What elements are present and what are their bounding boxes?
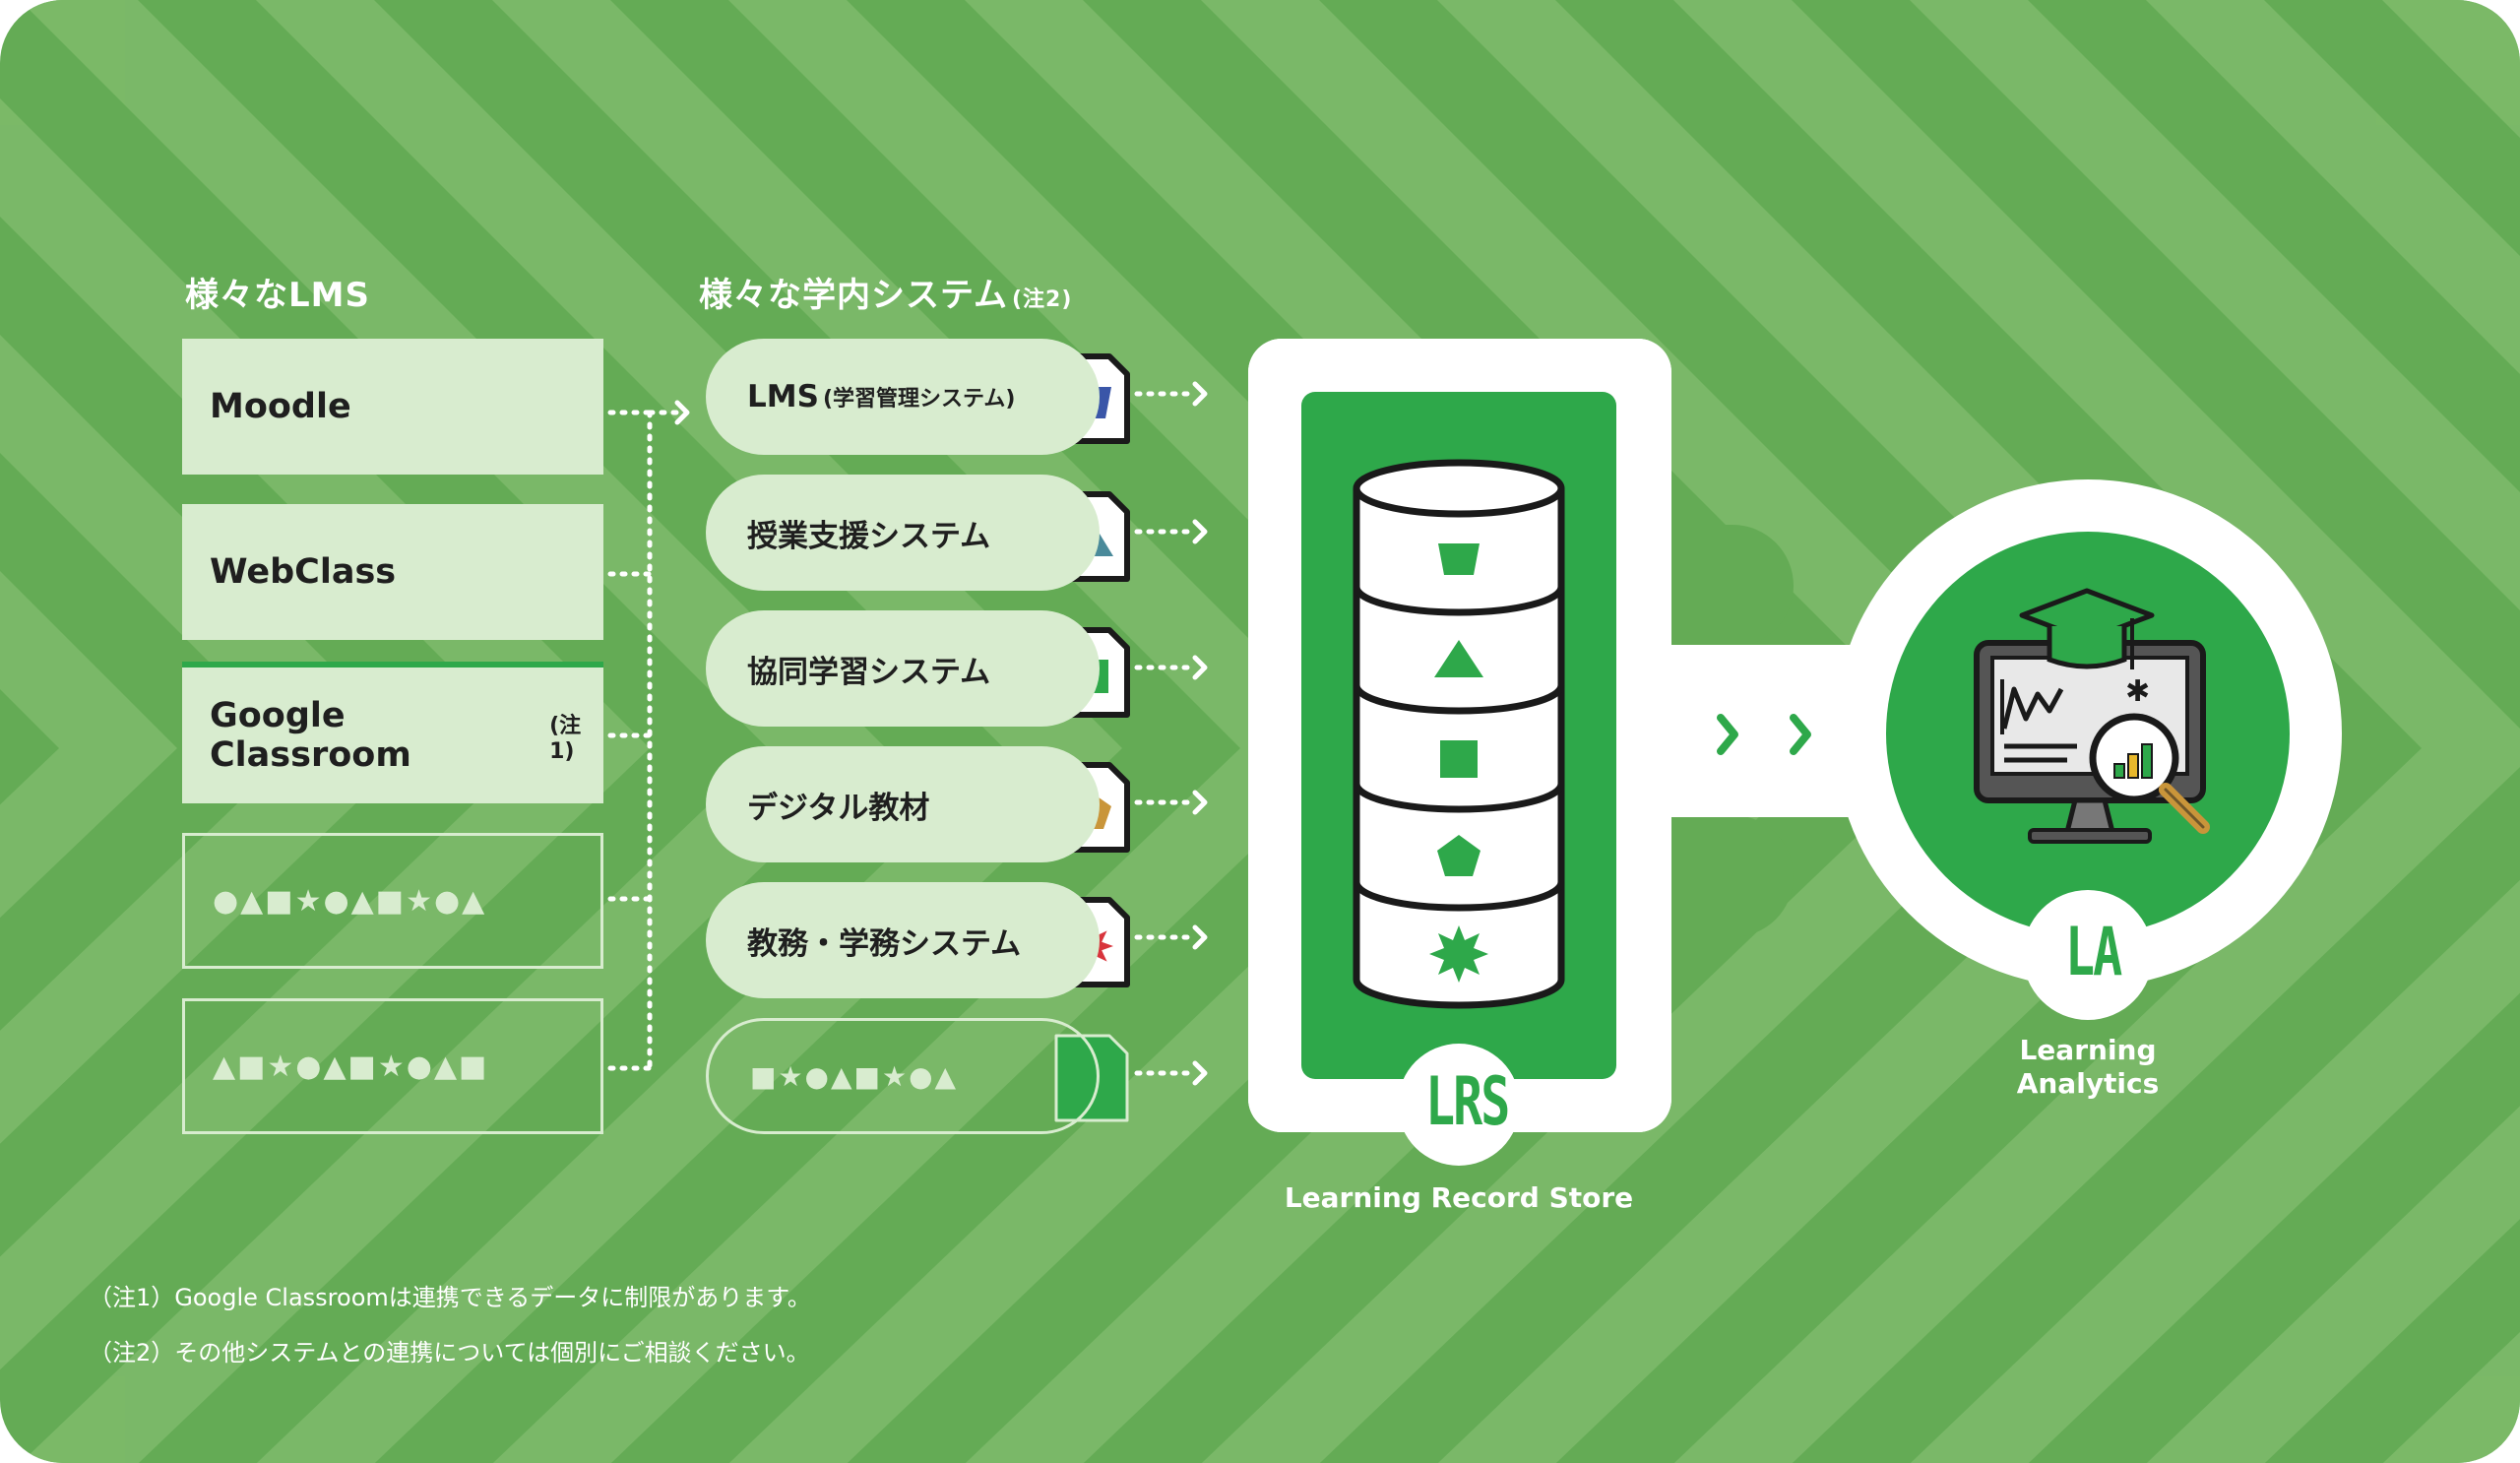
la-caption-line2: Analytics: [2016, 1067, 2160, 1100]
systems-heading-label: 様々な学内システム: [699, 276, 1008, 315]
arrow-right-icon: [1192, 519, 1208, 544]
system-item-label: 授業支援システム: [747, 518, 991, 554]
system-item-label: 教務・学務システム: [747, 925, 1022, 962]
system-item-label: LMS: [747, 379, 819, 414]
highlight-bar: [182, 662, 603, 668]
background-stripe: [0, 571, 177, 919]
systems-heading-note: (注2): [1011, 287, 1073, 312]
lms-item-label: ▲■★●▲■★●▲■: [213, 1049, 489, 1084]
la-badge: LA: [2065, 913, 2122, 991]
system-item-note: (学習管理システム): [822, 387, 1016, 412]
pentagon-icon: [1437, 835, 1480, 876]
starburst-icon: [1429, 925, 1488, 983]
arrow-right-icon: [1192, 1060, 1208, 1086]
footnote-2: （注2）その他システムとの連携については個別にご相談ください。: [89, 1339, 810, 1367]
trapezoid-icon: [1438, 543, 1480, 575]
system-item-digital-materials: デジタル教材: [706, 746, 1100, 862]
background-stripe: [1673, 0, 2520, 1463]
lms-item-placeholder-1: ●▲■★●▲■★●▲: [182, 833, 603, 969]
arrow-right-icon: [1192, 655, 1208, 680]
lms-connectors: [607, 410, 682, 1071]
svg-text:✱: ✱: [2125, 674, 2150, 709]
analytics-monitor-icon: ✱: [1974, 588, 2210, 844]
system-item-label: 協同学習システム: [747, 654, 991, 690]
system-item-lms: LMS(学習管理システム): [706, 339, 1100, 455]
arrow-right-icon: [674, 400, 690, 425]
system-item-placeholder: ■★●▲■★●▲: [706, 1018, 1100, 1134]
arrow-right-icon: [1192, 381, 1208, 407]
background-stripe: [0, 335, 413, 1144]
system-connectors: [1134, 381, 1208, 1086]
system-item-collaborative: 協同学習システム: [706, 610, 1100, 727]
lms-item-webclass: WebClass: [182, 504, 603, 640]
system-item-class-support: 授業支援システム: [706, 475, 1100, 591]
la-caption-line1: Learning: [2019, 1034, 2157, 1066]
lms-heading: 様々なLMS: [185, 276, 370, 315]
lrs-badge: LRS: [1425, 1062, 1510, 1141]
lms-item-label: WebClass: [210, 552, 397, 592]
background-stripe: [1910, 0, 2520, 1463]
lms-item-note: (注1): [549, 713, 582, 764]
lms-item-label: Moodle: [210, 387, 351, 426]
system-item-academic-affairs: 教務・学務システム: [706, 882, 1100, 998]
footnote-1: （注1）Google Classroomは連携できるデータに制限があります。: [89, 1284, 811, 1311]
la-badge-circle: [2023, 890, 2153, 1020]
chevron-right-icon: [1717, 714, 1811, 755]
lms-item-label: ●▲■★●▲■★●▲: [213, 883, 487, 919]
la-caption: Learning Analytics: [1940, 1034, 2236, 1101]
lms-item-google-classroom: Google Classroom (注1): [182, 668, 603, 803]
system-item-label: デジタル教材: [747, 790, 930, 826]
arrow-right-icon: [1192, 790, 1208, 815]
lms-item-label: Google Classroom: [210, 696, 411, 775]
lms-item-moodle: Moodle: [182, 339, 603, 475]
lrs-badge-circle: [1398, 1044, 1520, 1166]
square-icon: [1440, 740, 1478, 778]
lms-item-placeholder-2: ▲■★●▲■★●▲■: [182, 998, 603, 1134]
triangle-icon: [1434, 640, 1483, 677]
arrow-right-icon: [1192, 924, 1208, 950]
system-document-icons: [1053, 353, 1130, 1122]
lrs-caption: Learning Record Store: [1284, 1181, 1634, 1214]
systems-heading: 様々な学内システム(注2): [699, 268, 1072, 316]
system-item-label: ■★●▲■★●▲: [750, 1059, 959, 1093]
